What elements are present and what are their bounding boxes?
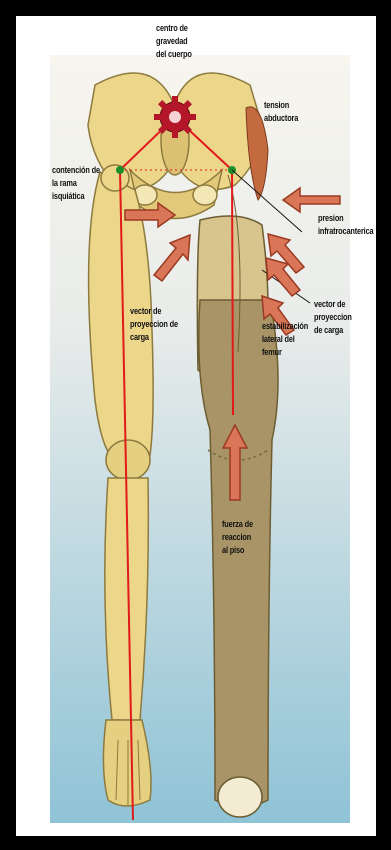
label-contencion-rama: contención de la rama isquiática (52, 164, 100, 203)
label-vector-carga-der: vector de proyeccion de carga (314, 298, 352, 337)
center-of-gravity-gear-icon (154, 96, 196, 138)
label-tension-abductora: tension abductora (264, 99, 298, 125)
left-hip-pivot (116, 166, 124, 174)
label-presion-infratrocanterica: presion infratrocanterica (318, 212, 373, 238)
label-fuerza-reaccion: fuerza de reaccion al piso (222, 518, 253, 557)
label-estabilizacion-lateral: estabilización lateral del femur (262, 320, 308, 359)
label-centro-gravedad: centro de gravedad del cuerpo (156, 22, 192, 61)
label-vector-carga-izq: vector de proyeccion de carga (130, 305, 178, 344)
